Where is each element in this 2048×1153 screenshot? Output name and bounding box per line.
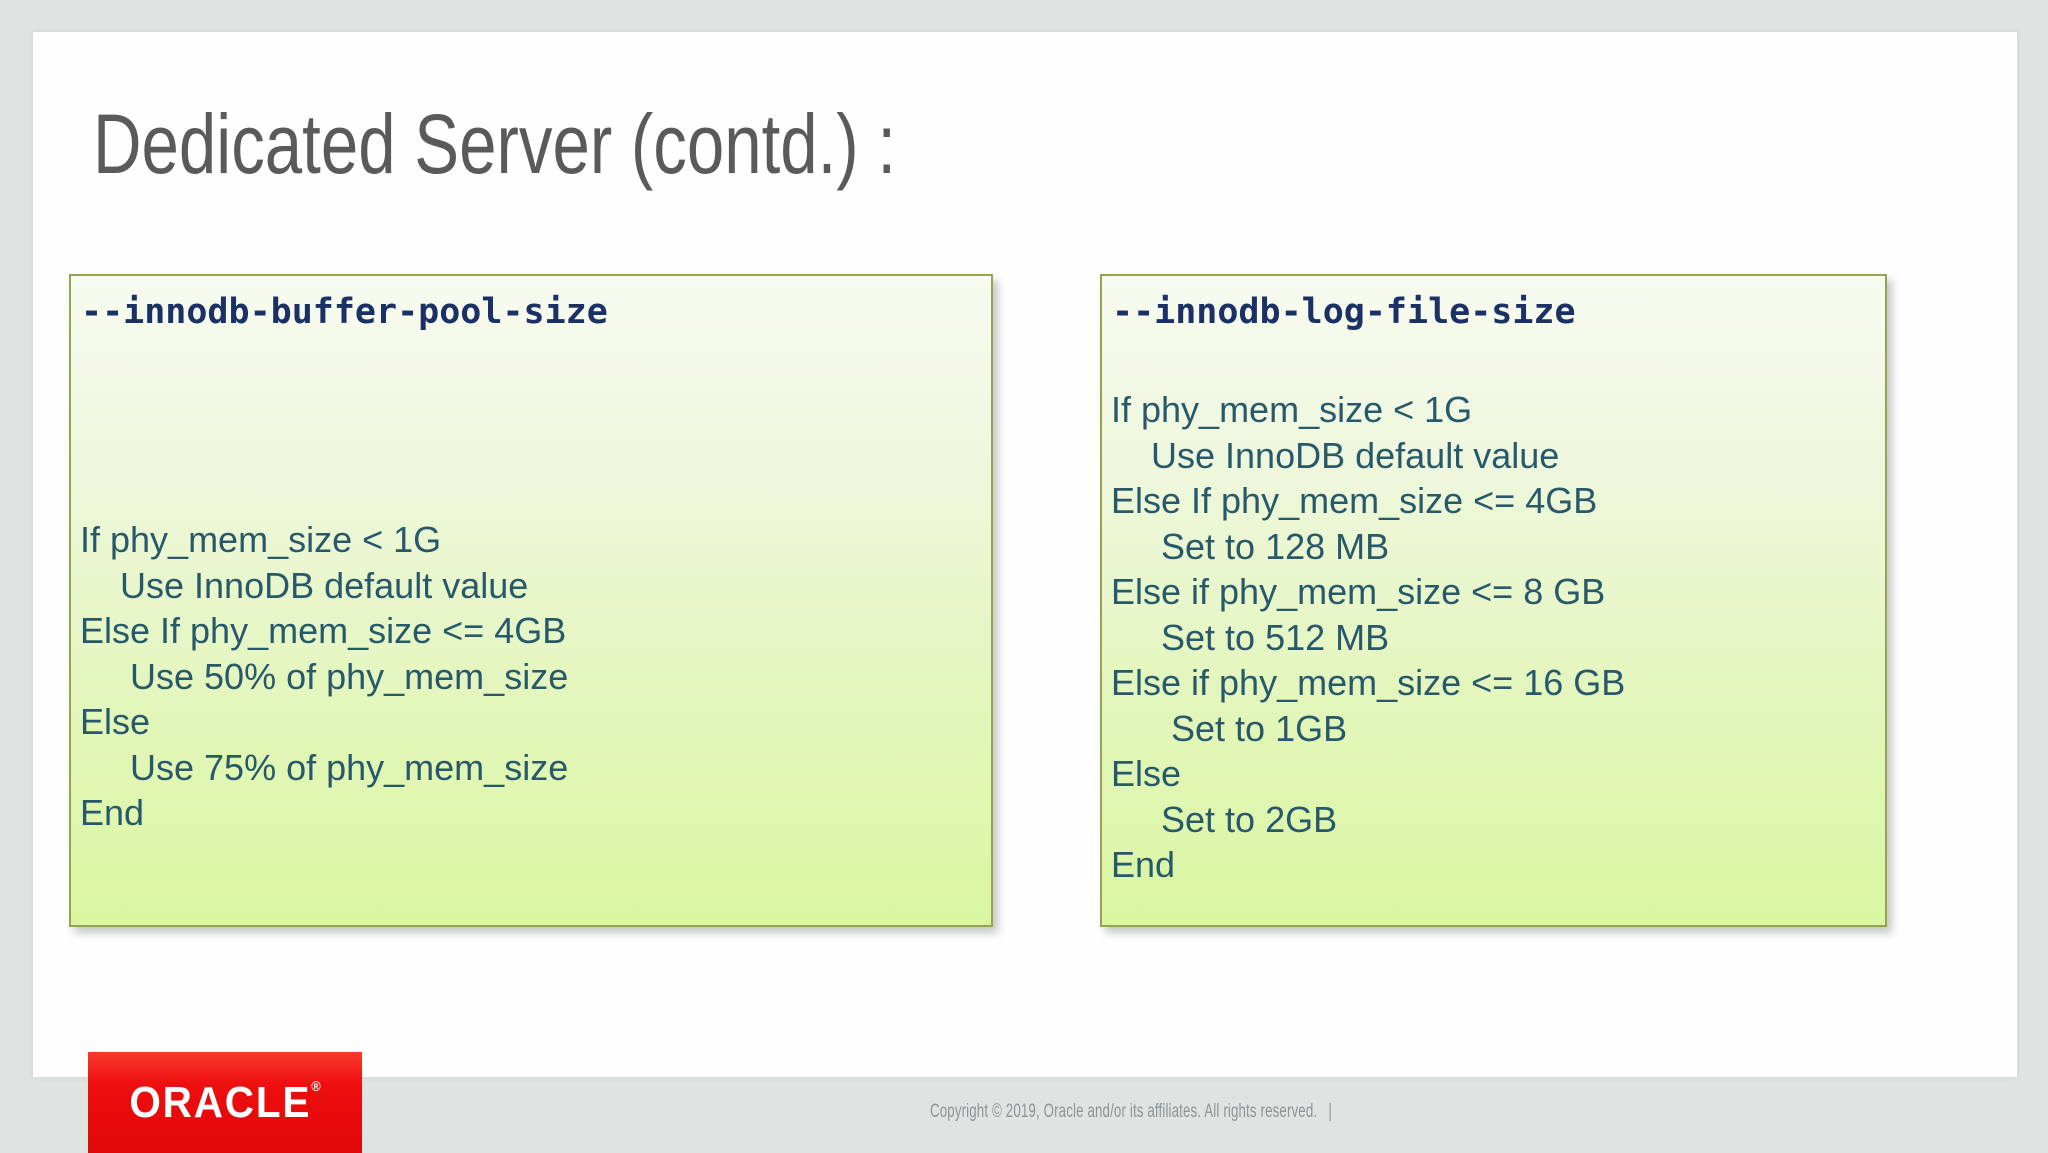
copyright-text: Copyright © 2019, Oracle and/or its affi… [930, 1101, 1318, 1122]
code-box-heading-log-file: --innodb-log-file-size [1112, 292, 1576, 332]
footer-divider: | [1328, 1101, 1333, 1122]
oracle-logo-wordmark: ORACLE [129, 1077, 312, 1127]
code-box-body-log-file: If phy_mem_size < 1G Use InnoDB default … [1111, 389, 1626, 885]
copyright-footer: Copyright © 2019, Oracle and/or its affi… [930, 1101, 1332, 1123]
oracle-logo: ORACLE® [88, 1052, 362, 1153]
code-box-innodb-buffer-pool-size: --innodb-buffer-pool-size If phy_mem_siz… [69, 274, 993, 927]
code-box-heading-buffer-pool: --innodb-buffer-pool-size [81, 292, 608, 332]
oracle-logo-text: ORACLE® [129, 1077, 321, 1127]
code-box-innodb-log-file-size: --innodb-log-file-size If phy_mem_size <… [1100, 274, 1887, 927]
code-box-body-buffer-pool: If phy_mem_size < 1G Use InnoDB default … [80, 519, 569, 833]
registered-trademark-symbol: ® [311, 1077, 321, 1094]
slide: Dedicated Server (contd.) : --innodb-buf… [33, 32, 2017, 1077]
slide-title: Dedicated Server (contd.) : [93, 97, 897, 191]
